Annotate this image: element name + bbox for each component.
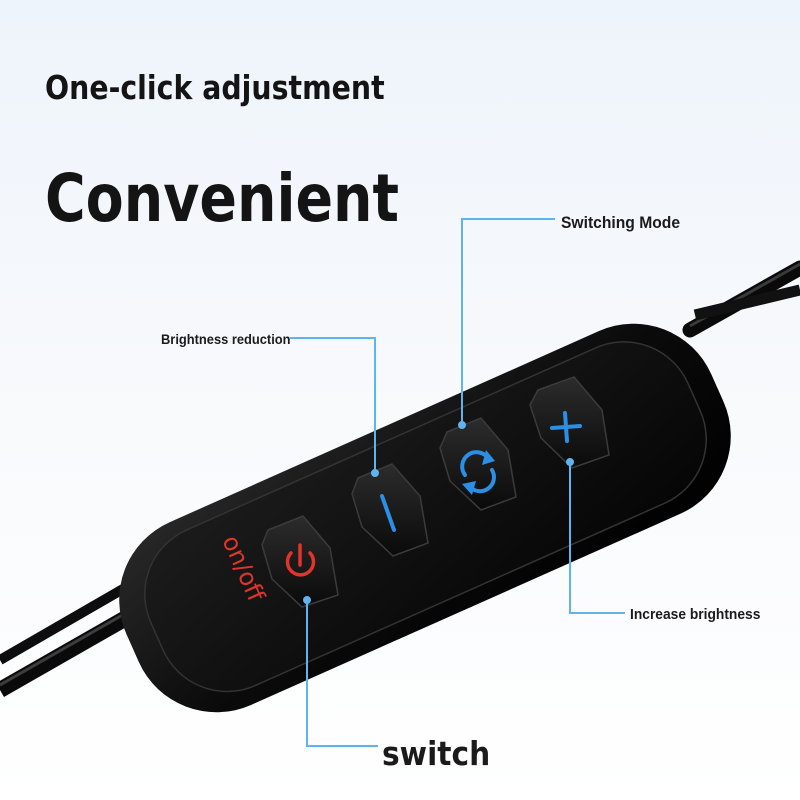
mode-button[interactable] xyxy=(439,417,517,511)
headline-title: Convenient xyxy=(45,160,400,237)
leader-lines xyxy=(290,218,625,747)
callout-switching-mode: Switching Mode xyxy=(561,213,681,232)
callout-increase-brightness: Increase brightness xyxy=(630,606,761,623)
leader-switching-mode xyxy=(461,218,555,425)
power-icon xyxy=(285,543,316,577)
plus-button[interactable] xyxy=(529,376,610,469)
power-button[interactable] xyxy=(261,515,339,608)
callout-brightness-reduction: Brightness reduction xyxy=(161,331,291,347)
minus-icon xyxy=(380,494,396,532)
cycle-arrows-icon xyxy=(460,450,496,495)
leader-increase-brightness xyxy=(569,462,625,614)
minus-button[interactable] xyxy=(351,463,429,557)
leader-brightness-reduction xyxy=(290,337,376,473)
leader-switch xyxy=(306,600,378,747)
plus-icon xyxy=(550,411,582,443)
callout-switch: switch xyxy=(382,734,491,773)
cable-right xyxy=(682,260,800,338)
cable-left xyxy=(0,580,144,697)
headline-subtitle: One-click adjustment xyxy=(45,68,385,107)
